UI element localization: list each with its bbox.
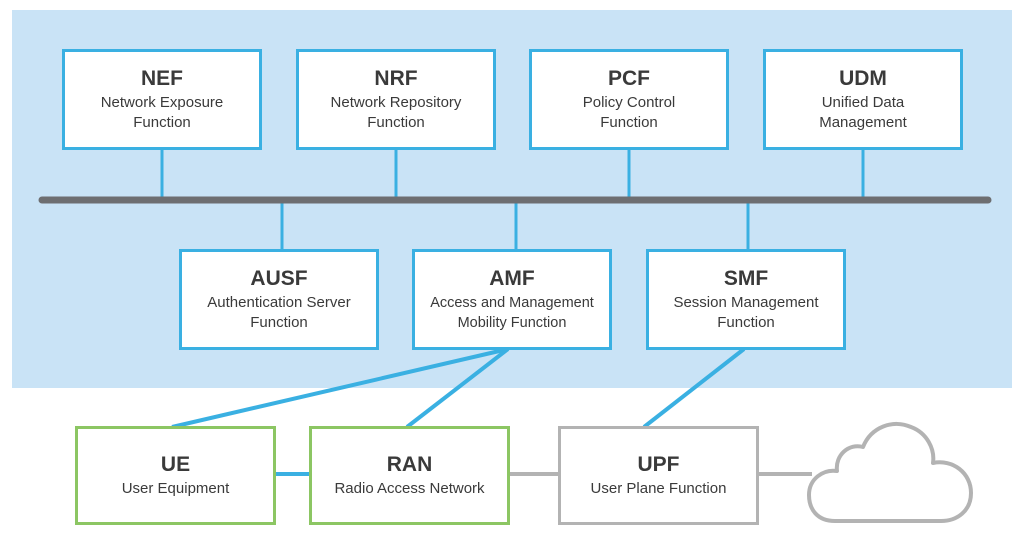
ausf-box: AUSF Authentication Server Function xyxy=(179,249,379,350)
ran-box: RAN Radio Access Network xyxy=(309,426,510,525)
smf-box: SMF Session Management Function xyxy=(646,249,846,350)
nrf-name: Network Repository Function xyxy=(330,93,462,131)
amf-abbr: AMF xyxy=(489,266,535,290)
nef-box: NEF Network Exposure Function xyxy=(62,49,262,150)
ausf-abbr: AUSF xyxy=(250,266,308,290)
ue-abbr: UE xyxy=(160,452,191,476)
upf-box: UPF User Plane Function xyxy=(558,426,759,525)
ue-name: User Equipment xyxy=(121,479,230,497)
upf-name: User Plane Function xyxy=(590,479,727,497)
nef-abbr: NEF xyxy=(141,66,183,90)
upf-abbr: UPF xyxy=(637,452,680,476)
cloud-icon xyxy=(807,421,973,523)
link-amf-ue xyxy=(171,347,509,429)
amf-name: Access and Management Mobility Function xyxy=(430,294,594,331)
udm-name: Unified Data Management xyxy=(819,93,907,131)
udm-abbr: UDM xyxy=(839,66,887,90)
ue-box: UE User Equipment xyxy=(75,426,276,525)
amf-box: AMF Access and Management Mobility Funct… xyxy=(412,249,612,350)
udm-box: UDM Unified Data Management xyxy=(763,49,963,150)
link-amf-ran xyxy=(405,347,510,429)
pcf-box: PCF Policy Control Function xyxy=(529,49,729,150)
link-smf-upf xyxy=(642,347,746,429)
ran-abbr: RAN xyxy=(386,452,433,476)
ausf-name: Authentication Server Function xyxy=(207,293,351,331)
smf-abbr: SMF xyxy=(723,266,769,290)
smf-name: Session Management Function xyxy=(673,293,819,331)
pcf-name: Policy Control Function xyxy=(582,93,676,131)
ran-name: Radio Access Network xyxy=(334,479,485,497)
nrf-abbr: NRF xyxy=(374,66,418,90)
pcf-abbr: PCF xyxy=(608,66,650,90)
nef-name: Network Exposure Function xyxy=(100,93,224,131)
nrf-box: NRF Network Repository Function xyxy=(296,49,496,150)
